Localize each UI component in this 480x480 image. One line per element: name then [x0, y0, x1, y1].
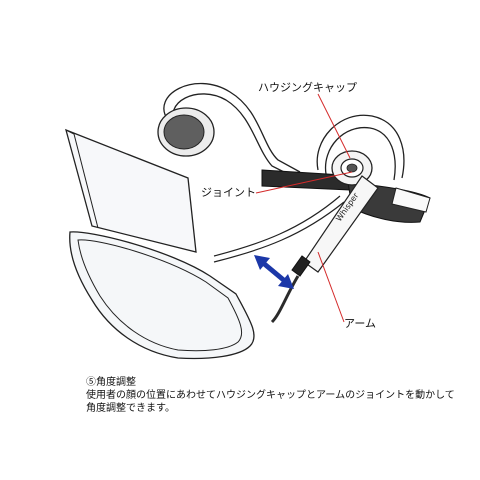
adjust-arrow: [254, 255, 294, 289]
flexible-neck: [270, 275, 300, 324]
caption: ⑤角度調整 使用者の顔の位置にあわせてハウジングキャップとアームのジョイントを動…: [86, 376, 466, 415]
upper-visor-edge: [65, 129, 99, 229]
arm: Whisper: [291, 175, 379, 277]
mouth-shield-rim: [77, 239, 243, 352]
headband: [163, 82, 405, 181]
joint-leader: [255, 171, 353, 194]
housing-cap-label: ハウジングキャップ: [258, 81, 357, 94]
joint-label: ジョイント: [201, 186, 256, 199]
arm-leader: [317, 251, 345, 323]
caption-line-1: 使用者の顔の位置にあわせてハウジングキャップとアームのジョイントを動かして: [86, 390, 455, 401]
upper-wire: [213, 195, 345, 263]
mouth-shield: [69, 231, 255, 360]
caption-line-2: 角度調整できます。: [86, 403, 175, 414]
arm-label: アーム: [344, 317, 377, 330]
housing-cap: [331, 150, 373, 186]
left-ear-pad: [157, 107, 215, 157]
housing-cap-leader: [317, 93, 351, 159]
caption-heading: ⑤角度調整: [86, 377, 136, 388]
upper-visor: [65, 128, 197, 253]
